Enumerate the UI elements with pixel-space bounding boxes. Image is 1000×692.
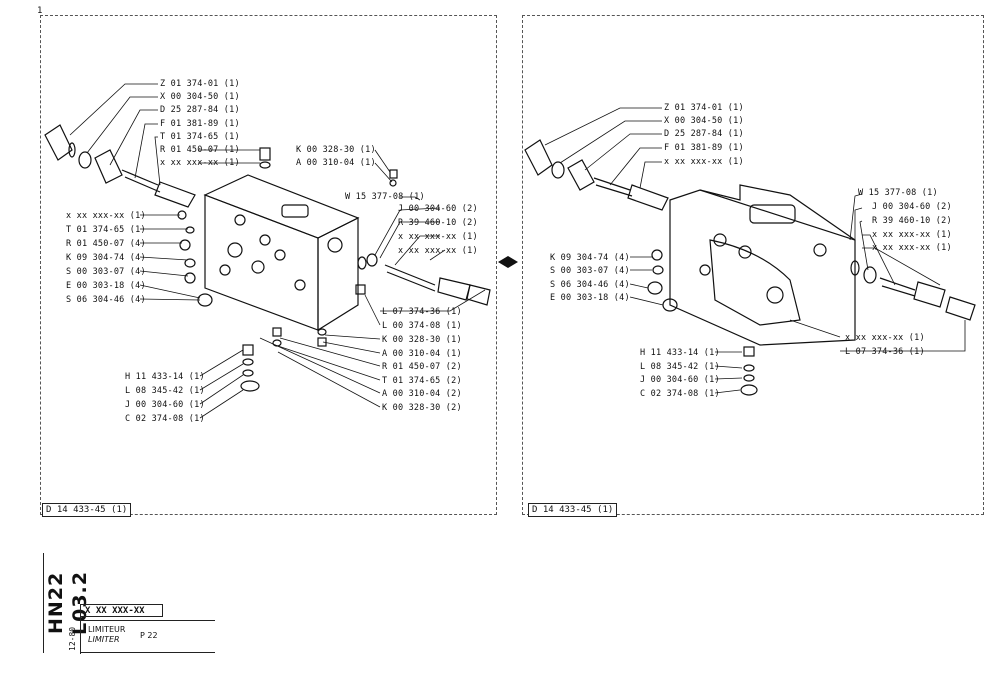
- title-divider: [80, 604, 81, 654]
- valve-block-right: [669, 184, 856, 346]
- sheet-code: HN22 L03.2: [43, 553, 91, 653]
- callout-label: F 01 381-89 (1): [664, 143, 744, 153]
- callout-label: J 00 304-60 (1): [640, 375, 720, 385]
- title-french: LIMITEUR: [88, 625, 126, 634]
- callout-label: x xx xxx-xx (1): [160, 158, 240, 168]
- right-cartridge-parts: [366, 253, 491, 306]
- callout-label: L 08 345-42 (1): [125, 386, 205, 396]
- callout-label: J 00 304-60 (2): [872, 202, 952, 212]
- callout-label: Z 01 374-01 (1): [160, 79, 240, 89]
- callout-label: R 01 450-07 (4): [66, 239, 146, 249]
- callout-label: T 01 374-65 (1): [66, 225, 146, 235]
- callout-label: S 00 303-07 (4): [66, 267, 146, 277]
- right-view-parts: [524, 139, 976, 396]
- callout-label: E 00 303-18 (4): [550, 293, 630, 303]
- title-rule: [80, 652, 215, 653]
- callout-label: x xx xxx-xx (1): [872, 230, 952, 240]
- callout-label: x xx xxx-xx (1): [664, 157, 744, 167]
- callout-label: A 00 310-04 (2): [382, 389, 462, 399]
- callout-label: x xx xxx-xx (1): [398, 246, 478, 256]
- callout-label: A 00 310-04 (1): [382, 349, 462, 359]
- callout-label: L 08 345-42 (1): [640, 362, 720, 372]
- leader-lines-right: [544, 107, 966, 394]
- callout-label: X 00 304-50 (1): [664, 116, 744, 126]
- callout-label: R 39 460-10 (2): [872, 216, 952, 226]
- callout-label: W 15 377-08 (1): [345, 192, 425, 202]
- callout-label: x xx xxx-xx (1): [845, 333, 925, 343]
- callout-label: T 01 374-65 (1): [160, 132, 240, 142]
- callout-label: C 02 374-08 (1): [125, 414, 205, 424]
- callout-label: S 06 304-46 (4): [550, 280, 630, 290]
- corner-mark: 1: [37, 6, 43, 16]
- callout-label: Z 01 374-01 (1): [664, 103, 744, 113]
- callout-label: K 00 328-30 (1): [296, 145, 376, 155]
- callout-label: x xx xxx-xx (1): [872, 243, 952, 253]
- callout-label: K 00 328-30 (2): [382, 403, 462, 413]
- callout-label: K 09 304-74 (4): [550, 253, 630, 263]
- exploded-view-left: [40, 15, 497, 515]
- link-arrow: [498, 256, 518, 268]
- callout-label: L 07 374-36 (1): [845, 347, 925, 357]
- date-code: 12-80: [68, 626, 77, 652]
- callout-label: K 00 328-30 (1): [382, 335, 462, 345]
- bottom-fittings-left: [177, 147, 398, 392]
- callout-label: H 11 433-14 (1): [640, 348, 720, 358]
- title-rule: [80, 620, 215, 621]
- callout-label: T 01 374-65 (2): [382, 376, 462, 386]
- callout-label: E 00 303-18 (4): [66, 281, 146, 291]
- callout-label: W 15 377-08 (1): [858, 188, 938, 198]
- callout-label: x xx xxx-xx (1): [66, 211, 146, 221]
- callout-label: A 00 310-04 (1): [296, 158, 376, 168]
- callout-label: X 00 304-50 (1): [160, 92, 240, 102]
- callout-label: R 01 450-07 (2): [382, 362, 462, 372]
- callout-label: R 39 460-10 (2): [398, 218, 478, 228]
- model-designation: P 22: [140, 631, 158, 640]
- callout-label: K 09 304-74 (4): [66, 253, 146, 263]
- callout-label: D 25 287-84 (1): [664, 129, 744, 139]
- part-number: X XX XXX-XX: [80, 604, 163, 617]
- left-drawing-reference: D 14 433-45 (1): [42, 503, 132, 517]
- callout-label: R 01 450-07 (1): [160, 145, 240, 155]
- left-cartridge-parts: [44, 124, 196, 208]
- leader-lines-left: [69, 83, 486, 419]
- callout-label: S 06 304-46 (4): [66, 295, 146, 305]
- callout-label: L 07 374-36 (1): [382, 307, 462, 317]
- callout-label: D 25 287-84 (1): [160, 105, 240, 115]
- exploded-view-right: [522, 15, 984, 515]
- callout-label: F 01 381-89 (1): [160, 119, 240, 129]
- title-english: LIMITER: [88, 635, 120, 644]
- callout-label: S 00 303-07 (4): [550, 266, 630, 276]
- valve-block-left: [203, 174, 360, 332]
- callout-label: C 02 374-08 (1): [640, 389, 720, 399]
- callout-label: J 00 304-60 (1): [125, 400, 205, 410]
- right-drawing-reference: D 14 433-45 (1): [528, 503, 618, 517]
- callout-label: L 00 374-08 (1): [382, 321, 462, 331]
- callout-label: x xx xxx-xx (1): [398, 232, 478, 242]
- callout-label: H 11 433-14 (1): [125, 372, 205, 382]
- callout-label: J 00 304-60 (2): [398, 204, 478, 214]
